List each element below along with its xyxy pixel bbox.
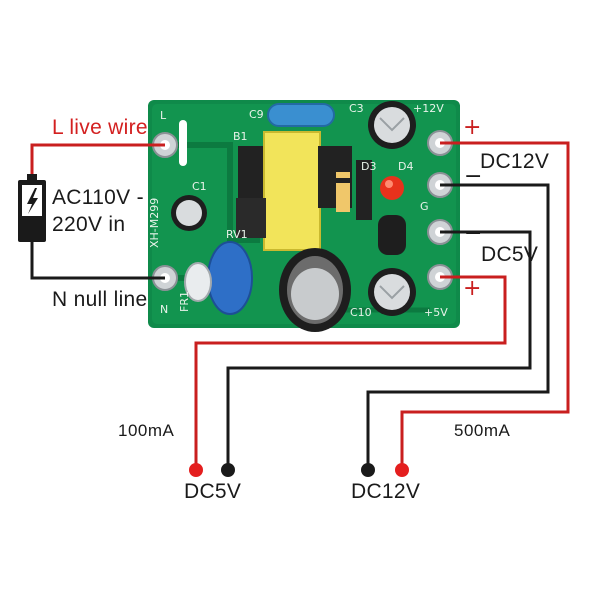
- wire-12v-negative: [366, 183, 550, 470]
- wire-neutral: [30, 242, 165, 280]
- current-5v-label: 100mA: [118, 421, 175, 440]
- capacitor-large: [279, 248, 351, 332]
- minus-5v-symbol: −: [464, 221, 482, 246]
- wire-5v-negative: [226, 230, 532, 470]
- capacitor-c1: [171, 195, 207, 231]
- capacitor-c3: [368, 101, 416, 149]
- silk-d4: D4: [398, 160, 413, 173]
- transistor: [378, 215, 406, 255]
- wire-5v-positive: [194, 275, 507, 470]
- wire-live: [30, 143, 165, 180]
- led-d4: [380, 176, 404, 200]
- output-12v-label: DC12V: [351, 480, 421, 503]
- silk-l: L: [160, 109, 167, 122]
- silk-fr1: FR1: [178, 291, 191, 312]
- plus-12v-symbol: +: [463, 115, 481, 140]
- ac-source-icon: [18, 174, 46, 242]
- silk-rv1: RV1: [226, 228, 248, 241]
- silk-model: XH-M299: [148, 198, 161, 248]
- fuse-fr1: [184, 262, 212, 302]
- silk-c1: C1: [192, 180, 207, 193]
- diode-d3: [336, 160, 372, 220]
- silk-n: N: [160, 303, 168, 316]
- wire-12v-positive: [400, 141, 570, 470]
- dc5v-side-label: DC5V: [481, 243, 539, 266]
- dot-12v-positive: [395, 463, 409, 477]
- silk-c9: C9: [249, 108, 264, 121]
- silk-b1: B1: [233, 130, 248, 143]
- live-wire-label: L live wire: [52, 116, 148, 139]
- ac-input-label-line1: AC110V -: [52, 186, 144, 209]
- ac-input-label-line2: 220V in: [52, 213, 126, 236]
- capacitor-c10: [368, 268, 416, 316]
- dot-5v-positive: [189, 463, 203, 477]
- null-line-label: N null line: [52, 288, 148, 311]
- capacitor-rv1: [207, 241, 253, 315]
- dot-5v-negative: [221, 463, 235, 477]
- capacitor-c9: [267, 103, 335, 127]
- silk-d3: D3: [361, 160, 376, 173]
- current-12v-label: 500mA: [454, 421, 511, 440]
- dc12v-side-label: DC12V: [480, 150, 550, 173]
- transformer: [236, 131, 352, 251]
- minus-12v-symbol: −: [464, 164, 482, 189]
- silk-plus12v: +12V: [413, 102, 444, 115]
- output-5v-label: DC5V: [184, 480, 242, 503]
- silk-c10: C10: [350, 306, 372, 319]
- silk-g: G: [420, 200, 429, 213]
- plus-5v-symbol: +: [463, 276, 481, 301]
- dot-12v-negative: [361, 463, 375, 477]
- silk-plus5v: +5V: [424, 306, 448, 319]
- silk-c3: C3: [349, 102, 364, 115]
